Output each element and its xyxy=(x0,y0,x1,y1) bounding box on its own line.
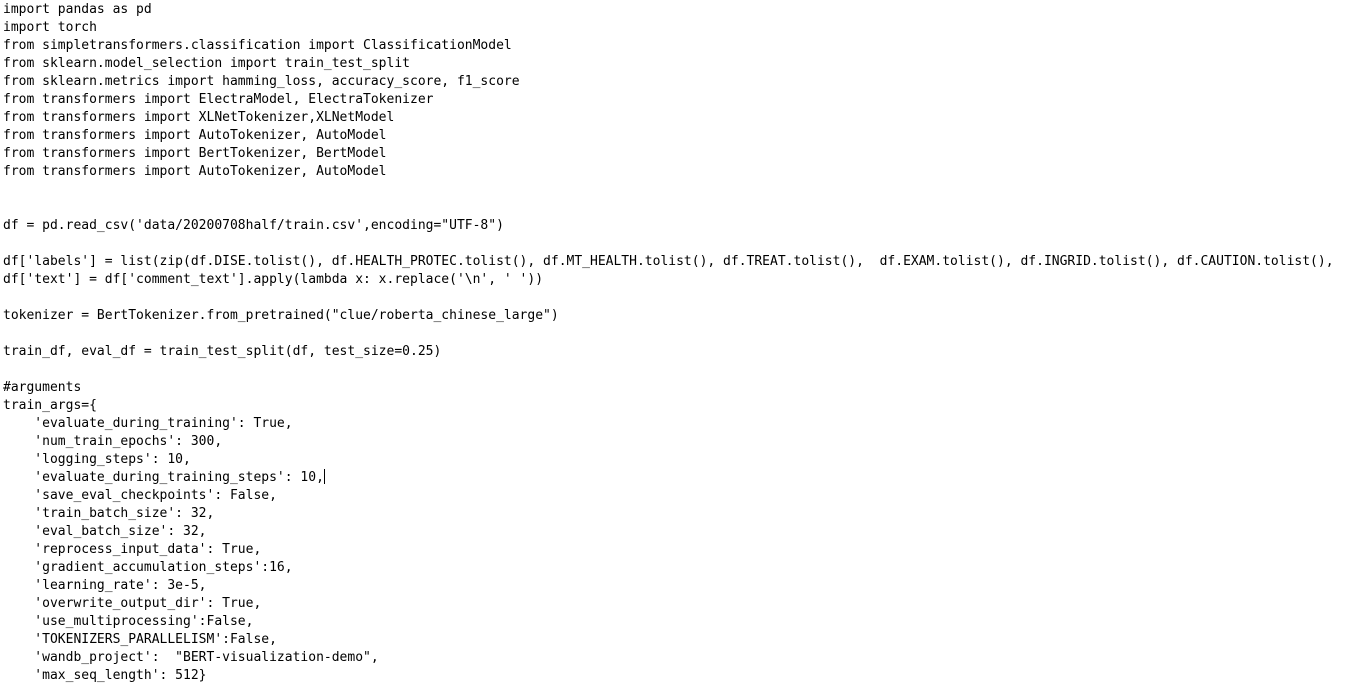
code-line[interactable]: import pandas as pd xyxy=(3,1,1365,19)
code-line[interactable]: from sklearn.metrics import hamming_loss… xyxy=(3,73,1365,91)
code-line[interactable]: #arguments xyxy=(3,379,1365,397)
code-line[interactable]: from transformers import BertTokenizer, … xyxy=(3,145,1365,163)
code-line[interactable]: df['text'] = df['comment_text'].apply(la… xyxy=(3,271,1365,289)
code-line[interactable]: 'evaluate_during_training': True, xyxy=(3,415,1365,433)
code-line[interactable] xyxy=(3,361,1365,379)
code-line[interactable]: from transformers import AutoTokenizer, … xyxy=(3,163,1365,181)
code-line-text: 'learning_rate': 3e-5, xyxy=(3,578,207,593)
code-line-text: 'TOKENIZERS_PARALLELISM':False, xyxy=(3,632,277,647)
code-line-text: import pandas as pd xyxy=(3,2,152,17)
code-line-text: df['text'] = df['comment_text'].apply(la… xyxy=(3,272,544,287)
code-line-text: 'max_seq_length': 512} xyxy=(3,668,207,683)
code-line-text: 'logging_steps': 10, xyxy=(3,452,191,467)
code-line[interactable] xyxy=(3,325,1365,343)
code-line-text: df['labels'] = list(zip(df.DISE.tolist()… xyxy=(3,254,1334,269)
code-line-text: tokenizer = BertTokenizer.from_pretraine… xyxy=(3,308,559,323)
code-line[interactable]: 'eval_batch_size': 32, xyxy=(3,523,1365,541)
code-line[interactable]: from sklearn.model_selection import trai… xyxy=(3,55,1365,73)
code-line[interactable]: 'train_batch_size': 32, xyxy=(3,505,1365,523)
code-line-text: 'wandb_project': "BERT-visualization-dem… xyxy=(3,650,379,665)
code-line[interactable]: from transformers import ElectraModel, E… xyxy=(3,91,1365,109)
code-line[interactable]: train_df, eval_df = train_test_split(df,… xyxy=(3,343,1365,361)
code-line-text: import torch xyxy=(3,20,97,35)
code-line[interactable]: from transformers import XLNetTokenizer,… xyxy=(3,109,1365,127)
code-line[interactable]: 'save_eval_checkpoints': False, xyxy=(3,487,1365,505)
code-line-text: df = pd.read_csv('data/20200708half/trai… xyxy=(3,218,504,233)
code-line[interactable] xyxy=(3,289,1365,307)
code-line-text: 'eval_batch_size': 32, xyxy=(3,524,207,539)
code-line[interactable]: import torch xyxy=(3,19,1365,37)
code-line-text: train_args={ xyxy=(3,398,97,413)
code-line[interactable]: tokenizer = BertTokenizer.from_pretraine… xyxy=(3,307,1365,325)
code-line-text: from sklearn.model_selection import trai… xyxy=(3,56,410,71)
code-line-text: train_df, eval_df = train_test_split(df,… xyxy=(3,344,442,359)
code-line[interactable]: 'evaluate_during_training_steps': 10, xyxy=(3,469,1365,487)
code-line[interactable]: 'learning_rate': 3e-5, xyxy=(3,577,1365,595)
text-caret xyxy=(323,469,325,484)
code-line[interactable]: 'use_multiprocessing':False, xyxy=(3,613,1365,631)
code-editor[interactable]: import pandas as pd import torch from simp… xyxy=(3,1,1365,687)
code-line[interactable]: 'max_seq_length': 512} xyxy=(3,667,1365,685)
code-line-text: #arguments xyxy=(3,380,82,395)
code-line-text: 'evaluate_during_training': True, xyxy=(3,416,293,431)
code-line-text: from transformers import BertTokenizer, … xyxy=(3,146,387,161)
code-line[interactable] xyxy=(3,235,1365,253)
code-line[interactable] xyxy=(3,181,1365,199)
code-line[interactable]: from simpletransformers.classification i… xyxy=(3,37,1365,55)
code-line[interactable]: df = pd.read_csv('data/20200708half/trai… xyxy=(3,217,1365,235)
code-line-text: 'reprocess_input_data': True, xyxy=(3,542,262,557)
code-line-text: 'use_multiprocessing':False, xyxy=(3,614,254,629)
code-line-text: from sklearn.metrics import hamming_loss… xyxy=(3,74,520,89)
code-line[interactable]: 'gradient_accumulation_steps':16, xyxy=(3,559,1365,577)
code-line-text: 'overwrite_output_dir': True, xyxy=(3,596,262,611)
code-line-text: 'gradient_accumulation_steps':16, xyxy=(3,560,293,575)
code-line[interactable]: 'num_train_epochs': 300, xyxy=(3,433,1365,451)
code-line-text: from transformers import XLNetTokenizer,… xyxy=(3,110,395,125)
code-line-text: from transformers import AutoTokenizer, … xyxy=(3,164,387,179)
code-line[interactable]: 'reprocess_input_data': True, xyxy=(3,541,1365,559)
code-line-text: 'train_batch_size': 32, xyxy=(3,506,215,521)
code-line[interactable]: from transformers import AutoTokenizer, … xyxy=(3,127,1365,145)
code-line[interactable]: df['labels'] = list(zip(df.DISE.tolist()… xyxy=(3,253,1365,271)
code-line-text: from transformers import ElectraModel, E… xyxy=(3,92,434,107)
code-line[interactable]: 'wandb_project': "BERT-visualization-dem… xyxy=(3,649,1365,667)
code-line-text: 'num_train_epochs': 300, xyxy=(3,434,223,449)
code-line-text: 'save_eval_checkpoints': False, xyxy=(3,488,277,503)
code-line[interactable]: 'logging_steps': 10, xyxy=(3,451,1365,469)
code-line[interactable]: train_args={ xyxy=(3,397,1365,415)
code-line[interactable]: 'overwrite_output_dir': True, xyxy=(3,595,1365,613)
code-line[interactable]: 'TOKENIZERS_PARALLELISM':False, xyxy=(3,631,1365,649)
code-line[interactable] xyxy=(3,199,1365,217)
code-line-text: from transformers import AutoTokenizer, … xyxy=(3,128,387,143)
code-line-text: 'evaluate_during_training_steps': 10, xyxy=(3,470,324,485)
code-line-text: from simpletransformers.classification i… xyxy=(3,38,512,53)
